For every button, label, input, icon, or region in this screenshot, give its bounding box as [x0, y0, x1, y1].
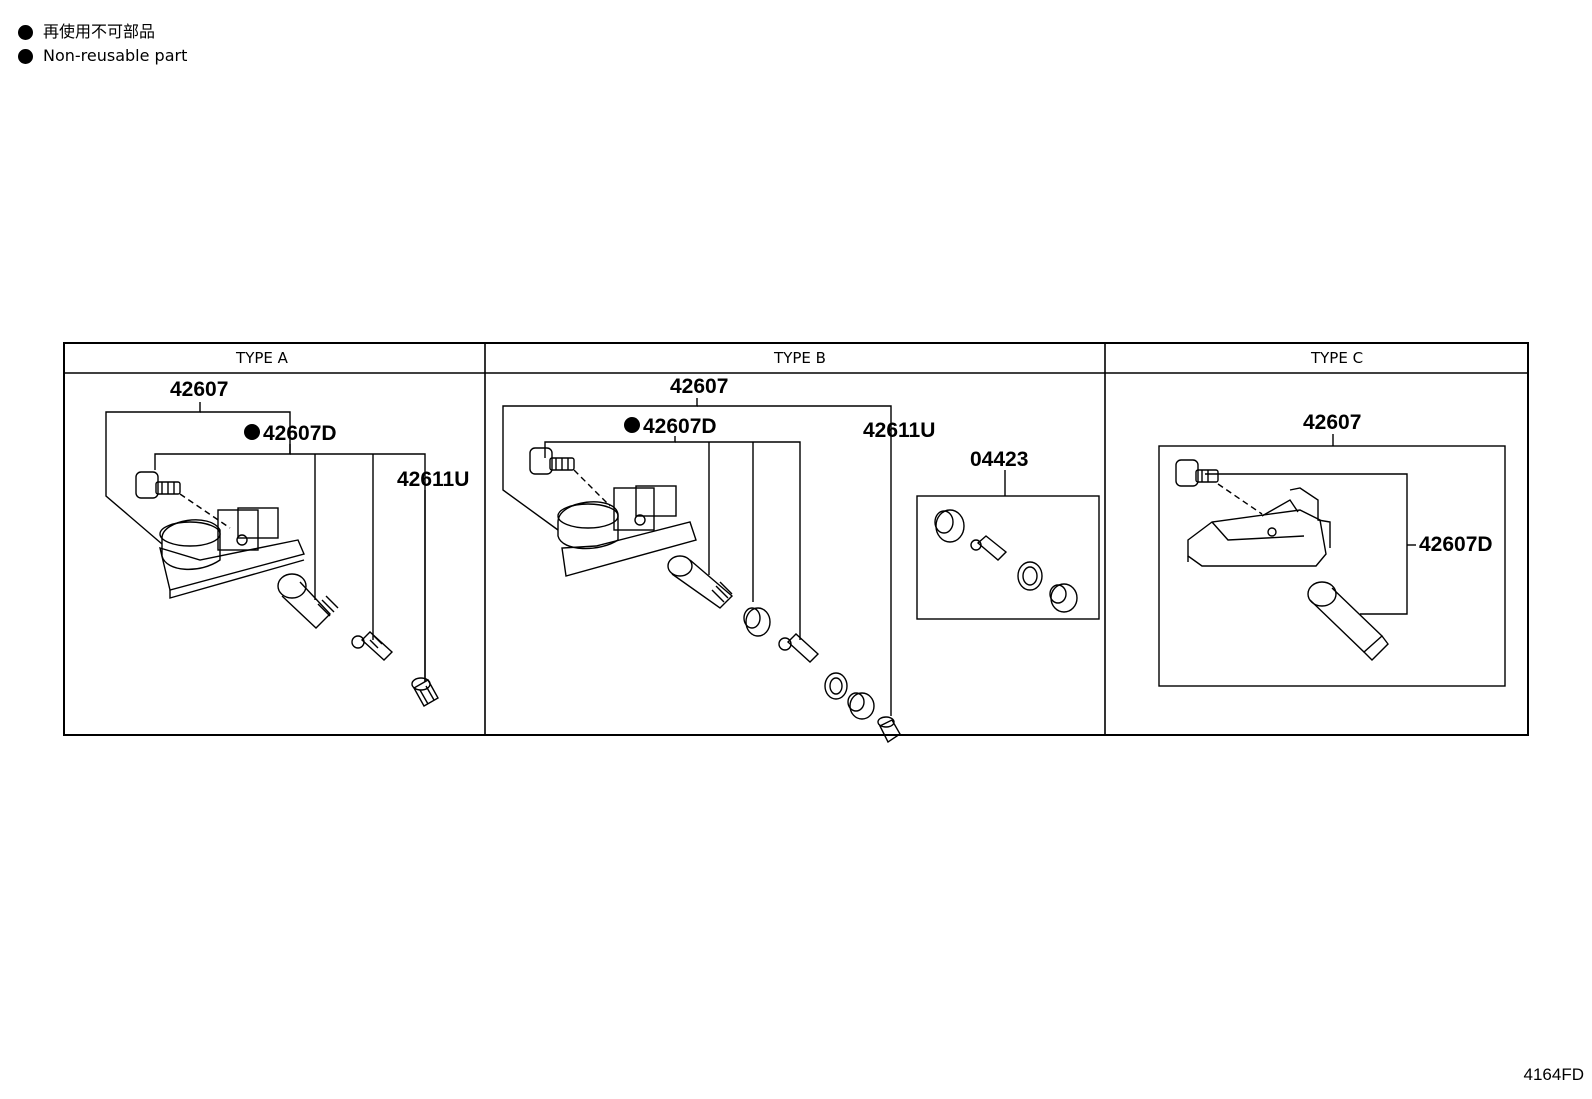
screw-icon [1175, 459, 1219, 487]
assembly-box [1158, 445, 1506, 687]
legend-item-en: Non-reusable part [18, 44, 187, 68]
kit-box [916, 495, 1100, 620]
panel-a-label-42611u: 42611U [397, 468, 469, 491]
illustration-code: 4164FD [1523, 1065, 1584, 1084]
legend-label-en: Non-reusable part [43, 46, 188, 65]
panel-c-title: TYPE C [1310, 349, 1363, 367]
panel-b-label-42611u: 42611U [863, 419, 935, 442]
panel-c-label-42607d: 42607D [1419, 533, 1493, 556]
legend-label-jp: 再使用不可部品 [43, 22, 156, 41]
valve-stem-icon [1307, 581, 1389, 661]
valve-nut-icon [847, 692, 875, 720]
panel-a-label-42607: 42607 [170, 378, 228, 401]
grommet-icon [743, 607, 771, 637]
valve-cap-icon [411, 677, 439, 707]
panel-a-title: TYPE A [235, 349, 289, 367]
panel-a-label-42607d: 42607D [263, 422, 337, 445]
screw-icon [529, 447, 575, 475]
non-reusable-dot-icon [18, 24, 33, 40]
tire-pressure-sensor-icon [557, 485, 697, 577]
kit-grommet-icon [934, 509, 965, 543]
kit-nut-icon [1049, 583, 1078, 613]
non-reusable-dot-icon [18, 48, 33, 64]
panel-b-title: TYPE B [773, 349, 826, 367]
valve-core-icon [778, 633, 820, 663]
tire-pressure-sensor-icon [1187, 487, 1331, 567]
valve-core-icon [351, 631, 394, 661]
panel-b-label-04423: 04423 [970, 448, 1028, 471]
valve-stem-icon [667, 555, 734, 609]
panel-a: 42607 42607D 42611U [105, 378, 469, 707]
panel-b-label-42607d: 42607D [643, 415, 717, 438]
valve-cap-icon [877, 716, 901, 744]
non-reusable-dot-icon [244, 424, 260, 440]
kit-valve-core-icon [970, 535, 1008, 561]
valve-stem-icon [277, 573, 339, 629]
legend-item-jp: 再使用不可部品 [18, 20, 187, 44]
diagram-frame [63, 342, 1529, 736]
panel-c: 42607 42607D [1158, 411, 1506, 687]
panel-b: 42607 42607D 42611U 04423 [502, 375, 1100, 744]
non-reusable-dot-icon [624, 417, 640, 433]
panel-b-label-42607: 42607 [670, 375, 728, 398]
washer-icon [824, 672, 848, 700]
screw-icon [135, 471, 181, 499]
kit-washer-icon [1017, 561, 1043, 591]
tire-pressure-sensor-icon [159, 507, 305, 599]
legend: 再使用不可部品 Non-reusable part [18, 20, 187, 68]
panel-c-label-42607: 42607 [1303, 411, 1361, 434]
